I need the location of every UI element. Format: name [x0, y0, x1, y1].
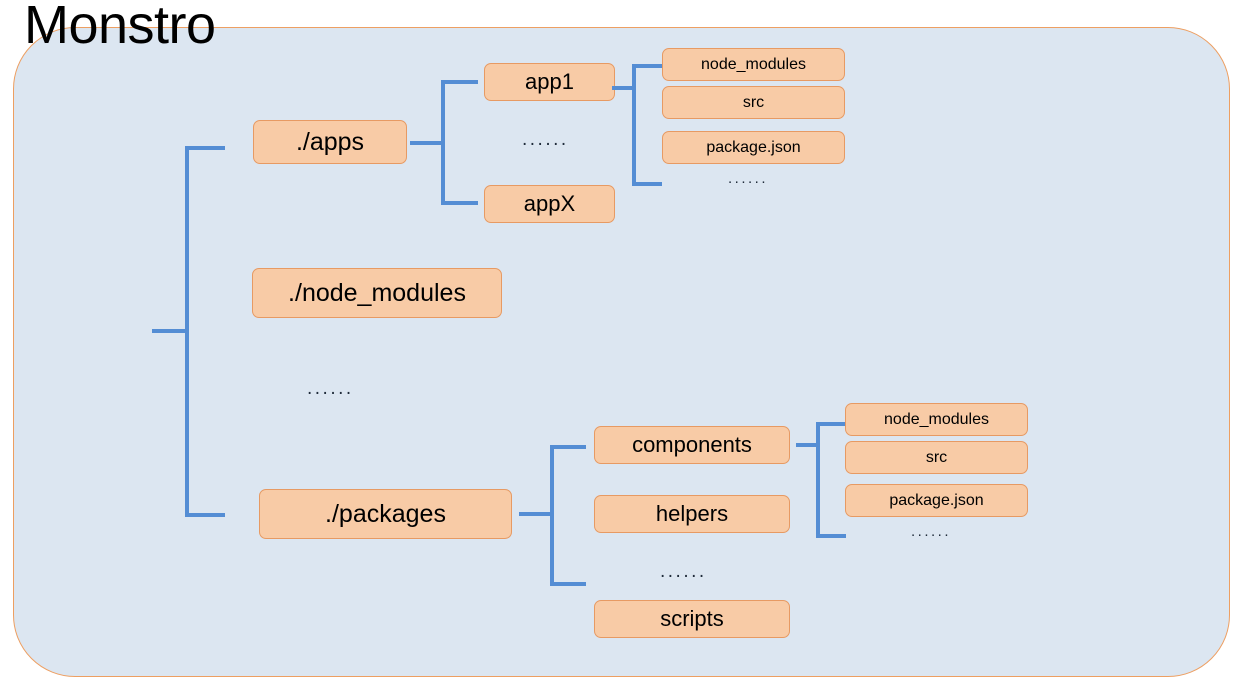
- node-helpers-label: helpers: [655, 501, 729, 526]
- ellipsis-app-contents: ......: [728, 170, 769, 187]
- package-contents-bracket-stub-bottom: [816, 534, 846, 538]
- ellipsis-packages-children: ......: [660, 561, 707, 582]
- node-app1[interactable]: app1: [484, 63, 615, 101]
- node-app-node-modules[interactable]: node_modules: [662, 48, 845, 81]
- node-app-package-json-label: package.json: [706, 138, 801, 156]
- package-contents-bracket-vertical: [816, 422, 820, 538]
- node-node-modules-label: ./node_modules: [288, 278, 466, 307]
- node-packages[interactable]: ./packages: [259, 489, 512, 539]
- packages-bracket-vertical: [550, 445, 554, 586]
- root-trunk-stub-apps: [185, 146, 225, 150]
- package-contents-bracket-stub-top: [816, 422, 846, 426]
- node-apps[interactable]: ./apps: [253, 120, 407, 164]
- apps-bracket-stub-in: [410, 141, 443, 145]
- node-pkg-node-modules[interactable]: node_modules: [845, 403, 1028, 436]
- apps-bracket-vertical: [441, 80, 445, 205]
- node-app-package-json[interactable]: package.json: [662, 131, 845, 164]
- node-app-src-label: src: [742, 93, 765, 111]
- packages-bracket-stub-scripts: [550, 582, 586, 586]
- monorepo-container: [13, 27, 1230, 677]
- node-node-modules[interactable]: ./node_modules: [252, 268, 502, 318]
- ellipsis-apps-children: ......: [522, 129, 569, 150]
- node-apps-label: ./apps: [295, 127, 365, 156]
- node-pkg-src-label: src: [925, 448, 948, 466]
- node-packages-label: ./packages: [325, 499, 446, 528]
- node-appx-label: appX: [523, 191, 576, 216]
- node-scripts[interactable]: scripts: [594, 600, 790, 638]
- root-trunk-stub-packages: [185, 513, 225, 517]
- app-contents-bracket-stub-in: [612, 86, 634, 90]
- node-components[interactable]: components: [594, 426, 790, 464]
- node-pkg-package-json-label: package.json: [889, 491, 984, 509]
- apps-bracket-stub-app1: [441, 80, 478, 84]
- app-contents-bracket-stub-bottom: [632, 182, 662, 186]
- node-pkg-node-modules-label: node_modules: [884, 410, 989, 428]
- packages-bracket-stub-in: [519, 512, 552, 516]
- node-app-node-modules-label: node_modules: [701, 55, 806, 73]
- node-appx[interactable]: appX: [484, 185, 615, 223]
- app-contents-bracket-stub-top: [632, 64, 662, 68]
- node-app1-label: app1: [525, 69, 574, 94]
- node-pkg-src[interactable]: src: [845, 441, 1028, 474]
- packages-bracket-stub-components: [550, 445, 586, 449]
- apps-bracket-stub-appx: [441, 201, 478, 205]
- ellipsis-root-level: ......: [307, 378, 354, 399]
- page-title: Monstro: [24, 0, 216, 55]
- node-app-src[interactable]: src: [662, 86, 845, 119]
- node-components-label: components: [632, 432, 752, 457]
- ellipsis-package-contents: ......: [911, 523, 952, 540]
- node-pkg-package-json[interactable]: package.json: [845, 484, 1028, 517]
- root-trunk-stub-in: [152, 329, 189, 333]
- node-scripts-label: scripts: [660, 606, 724, 631]
- node-helpers[interactable]: helpers: [594, 495, 790, 533]
- package-contents-bracket-stub-in: [796, 443, 818, 447]
- app-contents-bracket-vertical: [632, 64, 636, 186]
